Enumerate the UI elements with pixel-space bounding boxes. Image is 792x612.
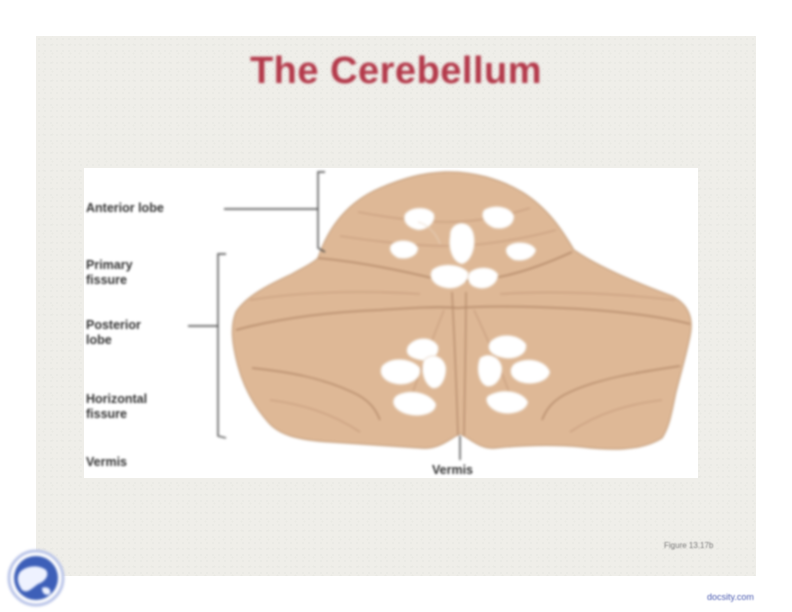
- label-posterior-lobe: Posterior lobe: [86, 318, 141, 347]
- horizontal-fissure-line: [235, 305, 691, 331]
- label-horizontal-fissure: Horizontal fissure: [86, 392, 148, 421]
- slide-title: The Cerebellum: [249, 50, 543, 92]
- watermark-link[interactable]: docsity.com: [707, 592, 754, 602]
- arbor-vitae-lower-right: [477, 335, 551, 414]
- label-anterior-lobe: Anterior lobe: [86, 201, 164, 215]
- vermis-midline: [451, 291, 467, 437]
- label-primary-fissure: Primary fissure: [86, 258, 133, 287]
- arbor-vitae-lower-left: [380, 338, 447, 416]
- arbor-vitae-upper: [389, 206, 537, 289]
- label-vermis-bottom: Vermis: [432, 463, 474, 477]
- label-vermis-left: Vermis: [86, 455, 128, 469]
- figure-caption: Figure 13.17b: [664, 541, 714, 550]
- cerebellum-body: [231, 171, 692, 450]
- leader-lines: [188, 171, 461, 460]
- globe-logo-icon: [7, 549, 65, 607]
